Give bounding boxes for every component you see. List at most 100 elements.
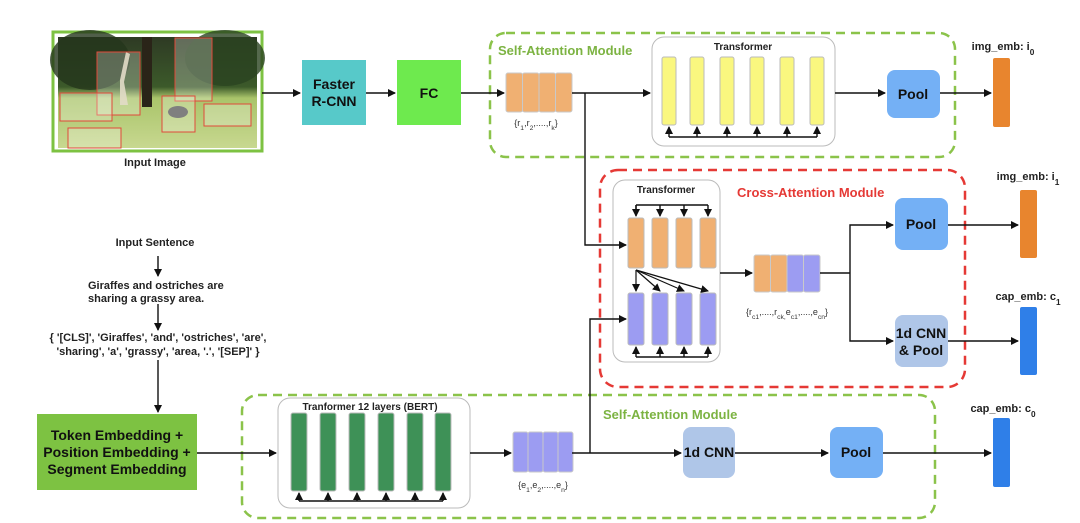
subscript: n — [561, 487, 565, 494]
label-part: } — [825, 307, 828, 317]
label-part: cap_emb: c — [995, 291, 1056, 303]
label-part: img_emb: i — [997, 171, 1055, 183]
pool-label-cross: Pool — [906, 216, 936, 232]
feature-cell — [786, 254, 804, 293]
transformer-layer — [627, 217, 645, 269]
feature-cell — [512, 431, 529, 473]
sentence-line1: Giraffes and ostriches are — [88, 280, 224, 292]
subscript: 1 — [1055, 178, 1060, 187]
subscript: 2 — [537, 487, 541, 494]
arrow-joint-to-pool — [849, 221, 894, 273]
label-part: {r — [514, 118, 520, 128]
bert-transformer-title: Tranformer 12 layers (BERT) — [302, 402, 437, 413]
cap-emb-c0-label: cap_emb: c0 — [970, 403, 1036, 419]
feature-cell — [538, 72, 556, 113]
token-features-label: {e1,e2,....,en} — [518, 480, 568, 494]
input-image-label: Input Image — [124, 157, 186, 169]
transformer-layer — [627, 292, 645, 346]
feature-cell — [557, 431, 574, 473]
subscript: ck, — [777, 314, 786, 321]
feature-cell — [542, 431, 559, 473]
label-part: {e — [518, 480, 526, 490]
label-part: e — [786, 307, 791, 317]
sentence-line2: sharing a grassy area. — [88, 293, 204, 305]
faster-rcnn-label-line1: Faster — [313, 76, 356, 92]
cnn-pool-block-cross — [895, 315, 948, 367]
input-image — [50, 30, 265, 153]
label-part: cap_emb: c — [970, 403, 1031, 415]
cnn-pool-label-line2: & Pool — [899, 342, 943, 358]
bert-layers — [290, 412, 452, 502]
self-attention-title-top: Self-Attention Module — [498, 43, 632, 58]
subscript: 1 — [520, 125, 524, 132]
self-attention-title-bottom: Self-Attention Module — [603, 407, 737, 422]
self-attention-module-text — [240, 393, 937, 520]
transformer-layer — [809, 56, 825, 126]
label-part: img_emb: i — [972, 41, 1030, 53]
self-attention-module-image — [488, 31, 957, 159]
input-sentence-label: Input Sentence — [116, 237, 195, 249]
subscript: 0 — [1031, 410, 1036, 419]
cross-attention-arrow — [635, 269, 709, 293]
label-part: ,r — [524, 118, 530, 128]
label-part: {r — [746, 307, 752, 317]
transformer-layer — [699, 217, 717, 269]
transformer-layer — [675, 217, 693, 269]
subscript: c1 — [752, 314, 759, 321]
label-part: ,e — [530, 480, 538, 490]
feature-cell — [505, 72, 523, 113]
img-emb-i1-label: img_emb: i1 — [997, 171, 1060, 187]
cnn-block-bottom — [683, 427, 735, 478]
pool-label-bottom: Pool — [841, 444, 871, 460]
label-part: ,....,r — [533, 118, 551, 128]
cross-attention-module — [598, 168, 967, 389]
fc-label: FC — [420, 85, 439, 101]
img-emb-i0-label: img_emb: i0 — [972, 41, 1035, 57]
pool-label-top: Pool — [898, 86, 928, 102]
label-part: } — [555, 118, 558, 128]
cnn-label-bottom: 1d CNN — [684, 444, 735, 460]
tokens-line1: { '[CLS]', 'Giraffes', 'and', 'ostriches… — [50, 332, 267, 344]
cap-emb-c1-label: cap_emb: c1 — [995, 291, 1061, 307]
transformer-layer — [651, 217, 669, 269]
region-features-label: {r1,r2,....,rk} — [514, 118, 557, 132]
token-feature-stack — [512, 431, 574, 473]
subscript: 1 — [1056, 298, 1061, 307]
cross-attention-title: Cross-Attention Module — [737, 185, 884, 200]
transformer-layer — [377, 412, 395, 492]
tokens-line2: 'sharing', 'a', 'grassy', 'area, '.', '[… — [56, 346, 260, 358]
subscript: c1 — [791, 314, 798, 321]
embedding-line1: Token Embedding + — [51, 427, 183, 443]
embedding-line3: Segment Embedding — [47, 461, 186, 477]
feature-cell — [753, 254, 771, 293]
cap-emb-c0-vector — [993, 418, 1010, 487]
embedding-block — [37, 414, 197, 490]
faster-rcnn-block — [302, 60, 366, 125]
pool-block-cross — [895, 198, 948, 250]
transformer-layer — [406, 412, 424, 492]
fc-block — [397, 60, 461, 125]
region-feature-stack — [505, 72, 573, 113]
pool-block-top — [887, 70, 940, 118]
cnn-pool-label-line1: 1d CNN — [896, 325, 947, 341]
transformer-title-top: Transformer — [714, 42, 772, 53]
subscript: cn — [818, 314, 825, 321]
joint-feature-stack — [753, 254, 821, 293]
subscript: 2 — [530, 125, 534, 132]
transformer-layer — [749, 56, 765, 126]
arrow-tokens-to-cross — [589, 315, 627, 453]
cross-transformer-layers — [627, 204, 717, 358]
feature-cell — [555, 72, 573, 113]
subscript: 1 — [526, 487, 530, 494]
feature-cell — [770, 254, 788, 293]
transformer-layer — [779, 56, 795, 126]
connectors — [154, 89, 1019, 457]
transformer-layer — [651, 292, 669, 346]
pool-block-bottom — [830, 427, 883, 478]
transformer-title-cross: Transformer — [637, 185, 695, 196]
label-part: ,....,r — [759, 307, 777, 317]
img-emb-i0-vector — [993, 58, 1010, 127]
feature-cell — [522, 72, 540, 113]
subscript: k — [551, 125, 555, 132]
